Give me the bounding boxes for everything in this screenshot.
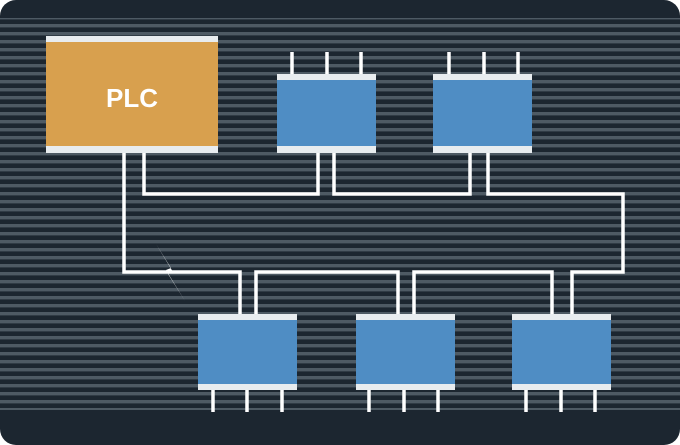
wire-bottom-link-2 [412,270,554,314]
bottom-device-3-pins [524,390,597,412]
bottom-device-1-body [198,320,297,384]
bottom-device-2-pins [367,390,440,412]
bottom-device-3-body [512,320,611,384]
bottom-device-1-pins [211,390,284,412]
plc-label: PLC [106,83,158,113]
wire-plc-to-bottom-bus [122,153,242,314]
bottom-device-1 [198,314,297,390]
plc-top-edge [46,36,218,42]
top-device-1-pins [290,52,363,74]
top-device-2-body [433,80,532,146]
wire-plc-to-top-bus [142,153,320,196]
plc-bottom-edge [46,146,218,153]
bottom-device-2-body [356,320,455,384]
wire-top-device-link [332,153,472,196]
bottom-device-2 [356,314,455,390]
wire-top-to-right-bus [486,153,625,314]
top-device-2 [433,74,532,153]
top-device-1 [277,74,376,153]
lightning-bolt-icon [156,244,185,301]
plc-block: PLC [46,36,218,153]
top-device-1-body [277,80,376,146]
top-device-2-pins [447,52,520,74]
wire-bottom-link-1 [254,270,400,314]
plc-body [46,42,218,146]
wiring [122,52,625,412]
bottom-device-3 [512,314,611,390]
